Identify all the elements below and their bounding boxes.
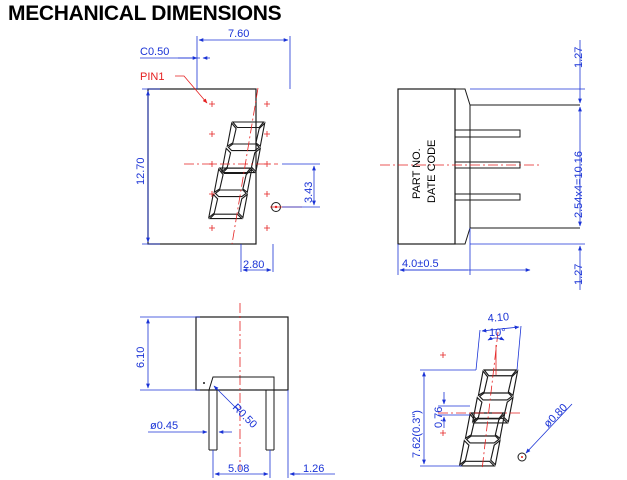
pin-offset-label: 1.26 xyxy=(303,463,324,475)
bottom-outline xyxy=(195,316,289,391)
bottom-view: 6.10 ø0.45 R0.50 5.08 1.26 xyxy=(135,303,335,478)
front-width-label: 7.60 xyxy=(228,28,249,40)
radius-label: R0.50 xyxy=(230,402,259,431)
dp-offset-label: 3.43 xyxy=(303,182,315,203)
pin1-label: PIN1 xyxy=(140,71,164,83)
pitch-label: 2.54x4=10.16 xyxy=(573,151,585,218)
upper-digit xyxy=(221,121,266,174)
top-offset-label: 1.27 xyxy=(573,47,585,68)
angle-label: 10° xyxy=(489,327,506,339)
lower-digit xyxy=(208,167,253,220)
front-height-label: 12.70 xyxy=(135,157,147,185)
page-title: MECHANICAL DIMENSIONS xyxy=(8,2,282,25)
dp-diameter-label: ø0.80 xyxy=(542,402,570,430)
pin-spacing-label: 5.08 xyxy=(228,463,249,475)
chamfer-label: C0.50 xyxy=(140,46,169,58)
pin-diameter-label: ø0.45 xyxy=(150,420,178,432)
detail-lower-digit xyxy=(459,412,506,467)
detail-upper-digit xyxy=(472,369,519,424)
date-code-label: DATE CODE xyxy=(426,140,438,203)
detail-height-label: 7.62(0.3") xyxy=(411,410,423,458)
front-outline xyxy=(147,88,257,245)
bottom-height-label: 6.10 xyxy=(135,347,147,368)
part-no-label: PART NO. xyxy=(411,148,423,199)
bottom-offset-side-label: 1.27 xyxy=(573,264,585,285)
depth-label: 4.0±0.5 xyxy=(402,258,439,270)
detail-width-label: 4.10 xyxy=(487,311,509,325)
detail-dp-circle xyxy=(517,452,527,462)
side-view: PART NO. DATE CODE 1.27 2.54x4=10.16 1.2… xyxy=(380,40,585,290)
digit-detail: 4.10 10° 7.62(0.3") 0.76 ø0.80 xyxy=(411,311,573,471)
segment-label: 0.76 xyxy=(433,407,445,428)
bottom-offset-label: 2.80 xyxy=(243,259,264,271)
side-outline xyxy=(397,88,456,245)
front-view: 7.60 C0.50 PIN1 12.70 3.43 2.80 xyxy=(135,28,320,272)
